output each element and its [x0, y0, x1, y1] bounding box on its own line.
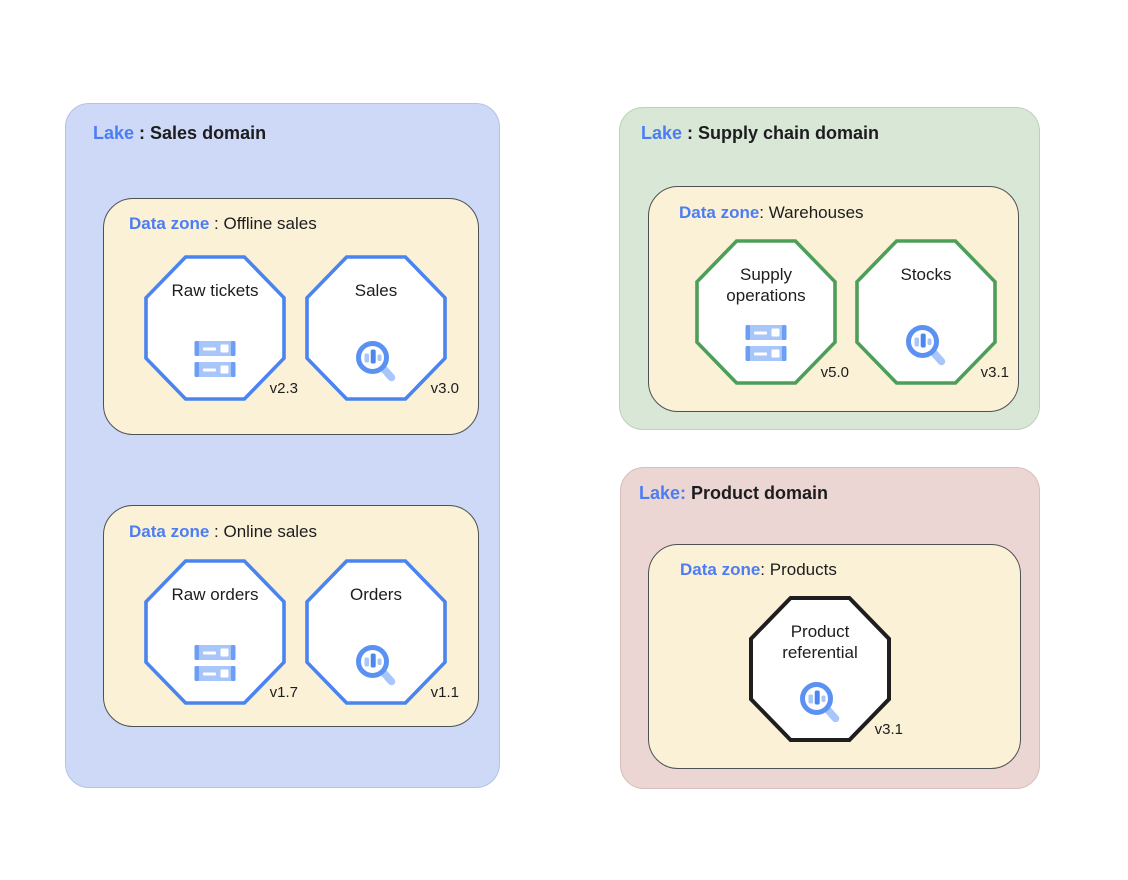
octagon-shape	[305, 255, 447, 401]
asset-raw-orders: Raw orders	[144, 559, 298, 705]
asset-version-label: v3.0	[430, 380, 459, 397]
data-zone-label: Data zone	[680, 560, 761, 579]
data-zone-label: Data zone	[679, 203, 760, 222]
data-zone-label: Data zone	[129, 522, 210, 541]
asset-name: Orders	[350, 585, 402, 604]
asset-version-label: v3.1	[874, 721, 903, 738]
asset-icon-wrap	[905, 324, 947, 373]
octagon-shape	[144, 559, 286, 705]
search-analytics-icon	[356, 341, 396, 382]
storage-icon	[194, 341, 236, 377]
octagon-shape	[695, 239, 837, 385]
asset-name: Supply operations	[726, 265, 806, 305]
lake-product-domain: Lake: Product domain Data zone: Products…	[620, 467, 1040, 789]
octagon-shape	[749, 596, 891, 742]
lake-supply-chain-domain: Lake : Supply chain domain Data zone: Wa…	[619, 107, 1040, 430]
data-zone-name: : Products	[760, 560, 837, 579]
asset-icon-wrap	[355, 644, 397, 693]
data-zone-label: Data zone	[129, 214, 210, 233]
asset-icon-wrap	[799, 681, 841, 730]
asset-product-referential: Product referential v3.1	[749, 596, 903, 742]
lake-label: Lake	[93, 123, 135, 143]
lake-supply-title: Lake : Supply chain domain	[641, 122, 879, 144]
asset-version-label: v2.3	[269, 380, 298, 397]
search-analytics-icon	[906, 325, 946, 366]
data-zone-online-sales: Data zone : Online sales Raw orders	[103, 505, 479, 727]
asset-name: Product referential	[782, 622, 858, 662]
asset-name: Stocks	[900, 265, 952, 284]
asset-orders: Orders v1.1	[305, 559, 459, 705]
data-zone-name: : Warehouses	[759, 203, 864, 222]
asset-version-label: v1.1	[430, 684, 459, 701]
lake-product-title: Lake: Product domain	[639, 482, 828, 504]
data-zone-offline-title: Data zone : Offline sales	[129, 213, 317, 234]
asset-name: Raw orders	[171, 585, 259, 604]
octagon-shape	[144, 255, 286, 401]
search-analytics-icon	[800, 682, 840, 723]
asset-name: Sales	[354, 281, 398, 300]
asset-icon-wrap	[194, 644, 236, 687]
lake-sales-title: Lake : Sales domain	[93, 122, 266, 144]
asset-name: Raw tickets	[171, 281, 259, 300]
asset-supply-operations: Supply operations	[695, 239, 849, 385]
data-zone-offline-sales: Data zone : Offline sales Raw tickets	[103, 198, 479, 435]
data-zone-warehouses: Data zone: Warehouses Supply operations	[648, 186, 1019, 412]
data-zone-name: : Offline sales	[209, 214, 317, 233]
asset-version-label: v3.1	[980, 364, 1009, 381]
asset-icon-wrap	[745, 324, 787, 367]
storage-icon	[745, 325, 787, 361]
data-zone-products: Data zone: Products Product referential …	[648, 544, 1021, 769]
octagon-shape	[855, 239, 997, 385]
asset-stocks: Stocks v3.1	[855, 239, 1009, 385]
lake-name: : Sales domain	[134, 123, 267, 143]
search-analytics-icon	[356, 645, 396, 686]
data-zone-warehouses-title: Data zone: Warehouses	[679, 202, 864, 223]
asset-icon-wrap	[194, 340, 236, 383]
lake-sales-domain: Lake : Sales domain Data zone : Offline …	[65, 103, 500, 788]
lake-name: : Supply chain domain	[682, 123, 880, 143]
asset-icon-wrap	[355, 340, 397, 389]
asset-sales: Sales v3.0	[305, 255, 459, 401]
storage-icon	[194, 645, 236, 681]
data-zone-products-title: Data zone: Products	[680, 559, 837, 580]
lake-label: Lake:	[639, 483, 687, 503]
asset-version-label: v5.0	[820, 364, 849, 381]
asset-version-label: v1.7	[269, 684, 298, 701]
lake-label: Lake	[641, 123, 683, 143]
lake-name: Product domain	[686, 483, 829, 503]
data-zone-online-title: Data zone : Online sales	[129, 521, 317, 542]
data-zone-name: : Online sales	[209, 522, 318, 541]
octagon-shape	[305, 559, 447, 705]
asset-raw-tickets: Raw tickets	[144, 255, 298, 401]
